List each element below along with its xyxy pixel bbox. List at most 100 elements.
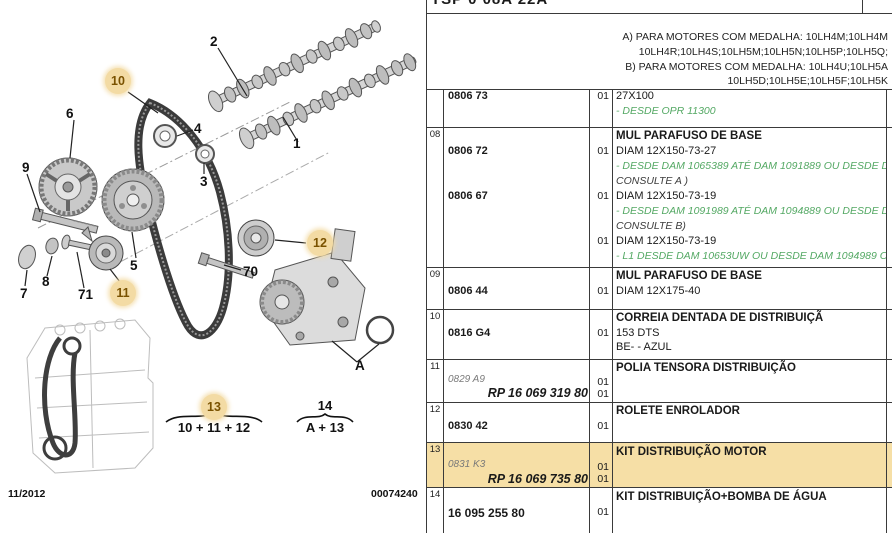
description-cell: KIT DISTRIBUIÇÃO+BOMBA DE ÁGUA <box>613 488 886 533</box>
part-number: 0806 73 <box>448 90 488 102</box>
description-line: DIAM 12X150-73-19 <box>616 190 717 202</box>
qty-value: 01 <box>597 506 609 518</box>
row-index-cell: 08 <box>427 128 444 267</box>
bolt-70 <box>197 252 255 279</box>
part-title: POLIA TENSORA DISTRIBUIÇÃO <box>616 362 796 374</box>
bolt-9 <box>31 207 99 234</box>
part-number-cell: 0806 72 0806 67 <box>444 128 590 267</box>
parts-row-09[interactable]: 09 0806 44 01 MUL PARAFUSO DE BASE DIAM … <box>427 268 892 310</box>
parts-row-10[interactable]: 10 0816 G4 01 CORREIA DENTADA DE DISTRIB… <box>427 310 892 360</box>
qty-cell: 01 <box>590 488 613 533</box>
validity-note-cont: CONSULTE A ) <box>616 175 688 187</box>
timing-belt-diagram-art <box>18 20 417 474</box>
diagram-doc-number: 00074240 <box>371 488 418 500</box>
part-title: ROLETE ENROLADOR <box>616 405 740 417</box>
part-number-cell: 0806 44 <box>444 268 590 309</box>
part-number-cell: 0806 73 <box>444 90 590 127</box>
qty-cell: 01 <box>590 403 613 442</box>
camshaft-intake <box>238 53 417 150</box>
water-pump <box>259 228 366 346</box>
page-code-cell: TSP 0 08A 22A <box>427 0 863 13</box>
description-cell: 27X100 - DESDE OPR 11300 <box>613 90 886 127</box>
description-line: DIAM 12X175-40 <box>616 285 701 297</box>
callout-6: 6 <box>66 106 74 121</box>
description-line: DIAM 12X150-73-27 <box>616 145 717 157</box>
camshaft-sprocket <box>38 157 98 217</box>
description-cell: ROLETE ENROLADOR <box>613 403 886 442</box>
row-index: 08 <box>429 129 441 140</box>
callout-71: 71 <box>78 287 94 302</box>
page-code: TSP 0 08A 22A <box>431 0 548 8</box>
description-line: DIAM 12X150-73-19 <box>616 235 717 247</box>
seal-ring-3 <box>195 144 215 164</box>
qty-value: 01 <box>597 461 609 473</box>
part-number: 0816 G4 <box>448 327 491 339</box>
qty-cell: 01 01 01 <box>590 128 613 267</box>
engine-block-sketch <box>26 318 154 474</box>
qty-cell: 01 <box>590 310 613 359</box>
callout-9: 9 <box>22 160 30 175</box>
parts-row-14[interactable]: 14 16 095 255 80 01 KIT DISTRIBUIÇÃO+BOM… <box>427 488 892 533</box>
part-number-cell: 0829 A9 RP 16 069 319 80 <box>444 360 590 402</box>
validity-note: - DESDE DAM 1091989 ATÉ DAM 1094889 OU D… <box>616 205 886 217</box>
note-line-a2: 10LH4R;10LH4S;10LH5M;10LH5N;10LH5P;10LH5… <box>638 46 888 58</box>
parts-table: TSP 0 08A 22A A) PARA MOTORES COM MEDALH… <box>426 0 892 533</box>
row-index: 13 <box>429 444 441 455</box>
replacement-part-number: RP 16 069 735 80 <box>487 472 588 486</box>
parts-row-07[interactable]: 0806 73 01 27X100 - DESDE OPR 11300 <box>427 90 892 128</box>
badge-12: 12 <box>307 230 333 256</box>
part-number-cell: 16 095 255 80 <box>444 488 590 533</box>
plug-7 <box>18 244 36 270</box>
row-index-cell: 14 <box>427 488 444 533</box>
belt-tensioner <box>81 226 124 271</box>
vvt-pulley <box>101 168 165 232</box>
note-line-b1: B) PARA MOTORES COM MEDALHA: 10LH4U;10LH… <box>625 61 888 73</box>
kit-13-components: 10 + 11 + 12 <box>177 420 251 435</box>
description-cell: KIT DISTRIBUIÇÃO MOTOR <box>613 443 886 487</box>
old-part-reference: 0829 A9 <box>448 374 485 385</box>
parts-row-08[interactable]: 08 0806 72 0806 67 01 01 01 MUL PARAFUSO… <box>427 128 892 268</box>
diagram-date: 11/2012 <box>8 488 46 500</box>
parts-row-13-selected[interactable]: 13 0831 K3 RP 16 069 735 80 01 01 KIT DI… <box>427 443 892 488</box>
camshaft-exhaust <box>207 20 381 113</box>
row-index-cell: 10 <box>427 310 444 359</box>
qty-cell: 01 <box>590 90 613 127</box>
old-part-reference: 0831 K3 <box>448 459 486 470</box>
part-title: MUL PARAFUSO DE BASE <box>616 270 762 282</box>
parts-row-11[interactable]: 11 0829 A9 RP 16 069 319 80 01 01 POLIA … <box>427 360 892 403</box>
badge-13: 13 <box>201 394 227 420</box>
qty-value: 01 <box>597 235 609 247</box>
row-index-cell <box>427 90 444 127</box>
header-divider <box>427 13 892 14</box>
row-index-cell: 13 <box>427 443 444 487</box>
parts-row-12[interactable]: 12 0830 42 01 ROLETE ENROLADOR <box>427 403 892 443</box>
part-number-cell: 0816 G4 <box>444 310 590 359</box>
description-cell: MUL PARAFUSO DE BASE DIAM 12X175-40 <box>613 268 886 309</box>
qty-value: 01 <box>597 420 609 432</box>
part-number-cell: 0830 42 <box>444 403 590 442</box>
engine-notes: A) PARA MOTORES COM MEDALHA: 10LH4M;10LH… <box>427 13 892 90</box>
part-number: 0806 72 <box>448 145 488 157</box>
callout-5: 5 <box>130 258 138 273</box>
callout-2: 2 <box>210 34 218 49</box>
qty-value: 01 <box>597 388 609 400</box>
callout-14: 14 <box>317 398 333 413</box>
callout-7: 7 <box>20 286 28 301</box>
row-index-cell: 11 <box>427 360 444 402</box>
qty-value: 01 <box>597 285 609 297</box>
qty-cell: 01 01 <box>590 443 613 487</box>
qty-value: 01 <box>597 190 609 202</box>
part-number: 0830 42 <box>448 420 488 432</box>
validity-note: - L1 DESDE DAM 10653UW OU DESDE DAM 1094… <box>616 250 886 262</box>
callout-8: 8 <box>42 274 50 289</box>
description-line: 153 DTS <box>616 327 660 339</box>
part-title: KIT DISTRIBUIÇÃO+BOMBA DE ÁGUA <box>616 491 827 503</box>
qty-value: 01 <box>597 145 609 157</box>
replacement-part-number: RP 16 069 319 80 <box>487 386 588 400</box>
qty-value: 01 <box>597 376 609 388</box>
qty-value: 01 <box>597 90 609 102</box>
callout-3: 3 <box>200 174 208 189</box>
row-index: 09 <box>429 269 441 280</box>
part-title: MUL PARAFUSO DE BASE <box>616 130 762 142</box>
badge-11: 11 <box>110 280 136 306</box>
